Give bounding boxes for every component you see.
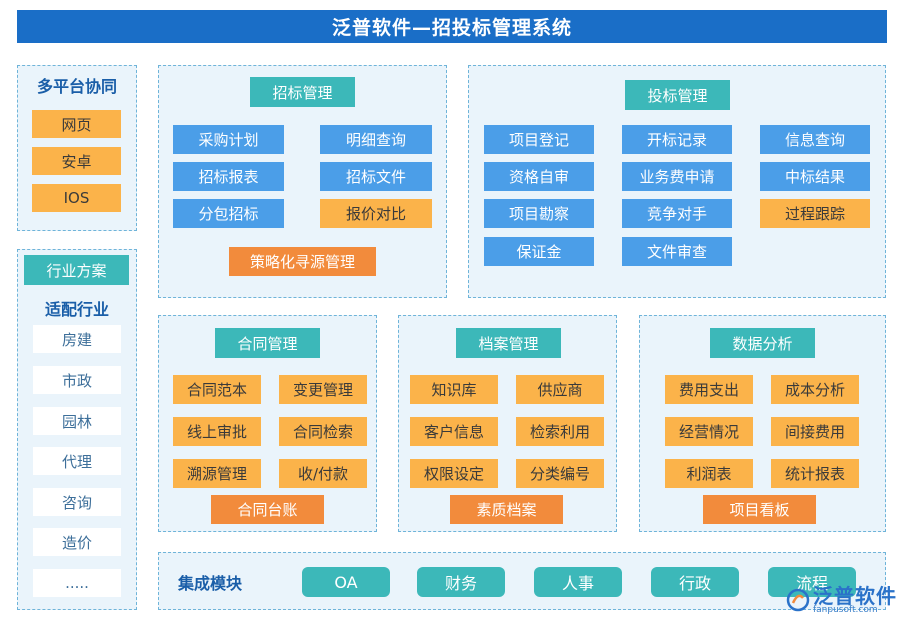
archive-item[interactable]: 权限设定: [410, 459, 498, 488]
bidding-item[interactable]: 明细查询: [320, 125, 432, 154]
archive-item-quality-records[interactable]: 素质档案: [450, 495, 563, 524]
bidding-item[interactable]: 采购计划: [173, 125, 284, 154]
multi-platform-title: 多平台协同: [36, 77, 117, 96]
analysis-item[interactable]: 间接费用: [771, 417, 859, 446]
brand-mark-icon: [786, 588, 810, 612]
tender-item[interactable]: 保证金: [484, 237, 594, 266]
industry-item-more[interactable]: .....: [33, 569, 121, 597]
archive-item[interactable]: 客户信息: [410, 417, 498, 446]
data-analysis-header: 数据分析: [710, 328, 815, 358]
industry-item[interactable]: 造价: [33, 528, 121, 556]
archive-item[interactable]: 分类编号: [516, 459, 604, 488]
analysis-item[interactable]: 经营情况: [665, 417, 753, 446]
contract-item[interactable]: 收/付款: [279, 459, 367, 488]
integration-workflow-button[interactable]: 流程: [768, 567, 856, 597]
bidding-management-header: 招标管理: [250, 77, 355, 107]
analysis-item[interactable]: 统计报表: [771, 459, 859, 488]
tender-item[interactable]: 资格自审: [484, 162, 594, 191]
integration-oa-button[interactable]: OA: [302, 567, 390, 597]
integration-label: 集成模块: [177, 574, 242, 593]
brand-logo: 泛普软件 fanpusoft.com: [786, 580, 906, 620]
contract-item[interactable]: 线上审批: [173, 417, 261, 446]
bidding-item[interactable]: 分包招标: [173, 199, 284, 228]
industry-item[interactable]: 房建: [33, 325, 121, 353]
tender-item[interactable]: 开标记录: [622, 125, 732, 154]
platform-android[interactable]: 安卓: [32, 147, 121, 175]
industry-item[interactable]: 市政: [33, 366, 121, 394]
archive-item[interactable]: 供应商: [516, 375, 604, 404]
industry-header: 行业方案: [24, 255, 129, 285]
bidding-item[interactable]: 招标文件: [320, 162, 432, 191]
tender-item[interactable]: 业务费申请: [622, 162, 732, 191]
tender-item[interactable]: 文件审查: [622, 237, 732, 266]
industry-subtitle: 适配行业: [44, 300, 109, 319]
tender-item[interactable]: 竞争对手: [622, 199, 732, 228]
platform-ios[interactable]: IOS: [32, 184, 121, 212]
contract-item[interactable]: 变更管理: [279, 375, 367, 404]
contract-item[interactable]: 合同范本: [173, 375, 261, 404]
brand-logo-url: fanpusoft.com: [813, 604, 878, 615]
integration-admin-button[interactable]: 行政: [651, 567, 739, 597]
tender-item[interactable]: 项目登记: [484, 125, 594, 154]
platform-web[interactable]: 网页: [32, 110, 121, 138]
integration-panel: [158, 552, 886, 610]
bidding-item-strategic-sourcing[interactable]: 策略化寻源管理: [229, 247, 376, 276]
integration-hr-button[interactable]: 人事: [534, 567, 622, 597]
tender-management-header: 投标管理: [625, 80, 730, 110]
contract-management-header: 合同管理: [215, 328, 320, 358]
archive-item[interactable]: 检索利用: [516, 417, 604, 446]
industry-item[interactable]: 代理: [33, 447, 121, 475]
contract-item-ledger[interactable]: 合同台账: [211, 495, 324, 524]
brand-logo-name: 泛普软件: [813, 583, 897, 608]
tender-item[interactable]: 项目勘察: [484, 199, 594, 228]
archive-item[interactable]: 知识库: [410, 375, 498, 404]
bidding-item[interactable]: 报价对比: [320, 199, 432, 228]
tender-item[interactable]: 中标结果: [760, 162, 870, 191]
tender-item[interactable]: 信息查询: [760, 125, 870, 154]
analysis-item-project-board[interactable]: 项目看板: [703, 495, 816, 524]
contract-item[interactable]: 溯源管理: [173, 459, 261, 488]
contract-item[interactable]: 合同检索: [279, 417, 367, 446]
archive-management-header: 档案管理: [456, 328, 561, 358]
industry-item[interactable]: 园林: [33, 407, 121, 435]
analysis-item[interactable]: 成本分析: [771, 375, 859, 404]
bidding-item[interactable]: 招标报表: [173, 162, 284, 191]
analysis-item[interactable]: 利润表: [665, 459, 753, 488]
industry-item[interactable]: 咨询: [33, 488, 121, 516]
page-title: 泛普软件—招投标管理系统: [17, 10, 887, 43]
integration-finance-button[interactable]: 财务: [417, 567, 505, 597]
tender-item[interactable]: 过程跟踪: [760, 199, 870, 228]
analysis-item[interactable]: 费用支出: [665, 375, 753, 404]
